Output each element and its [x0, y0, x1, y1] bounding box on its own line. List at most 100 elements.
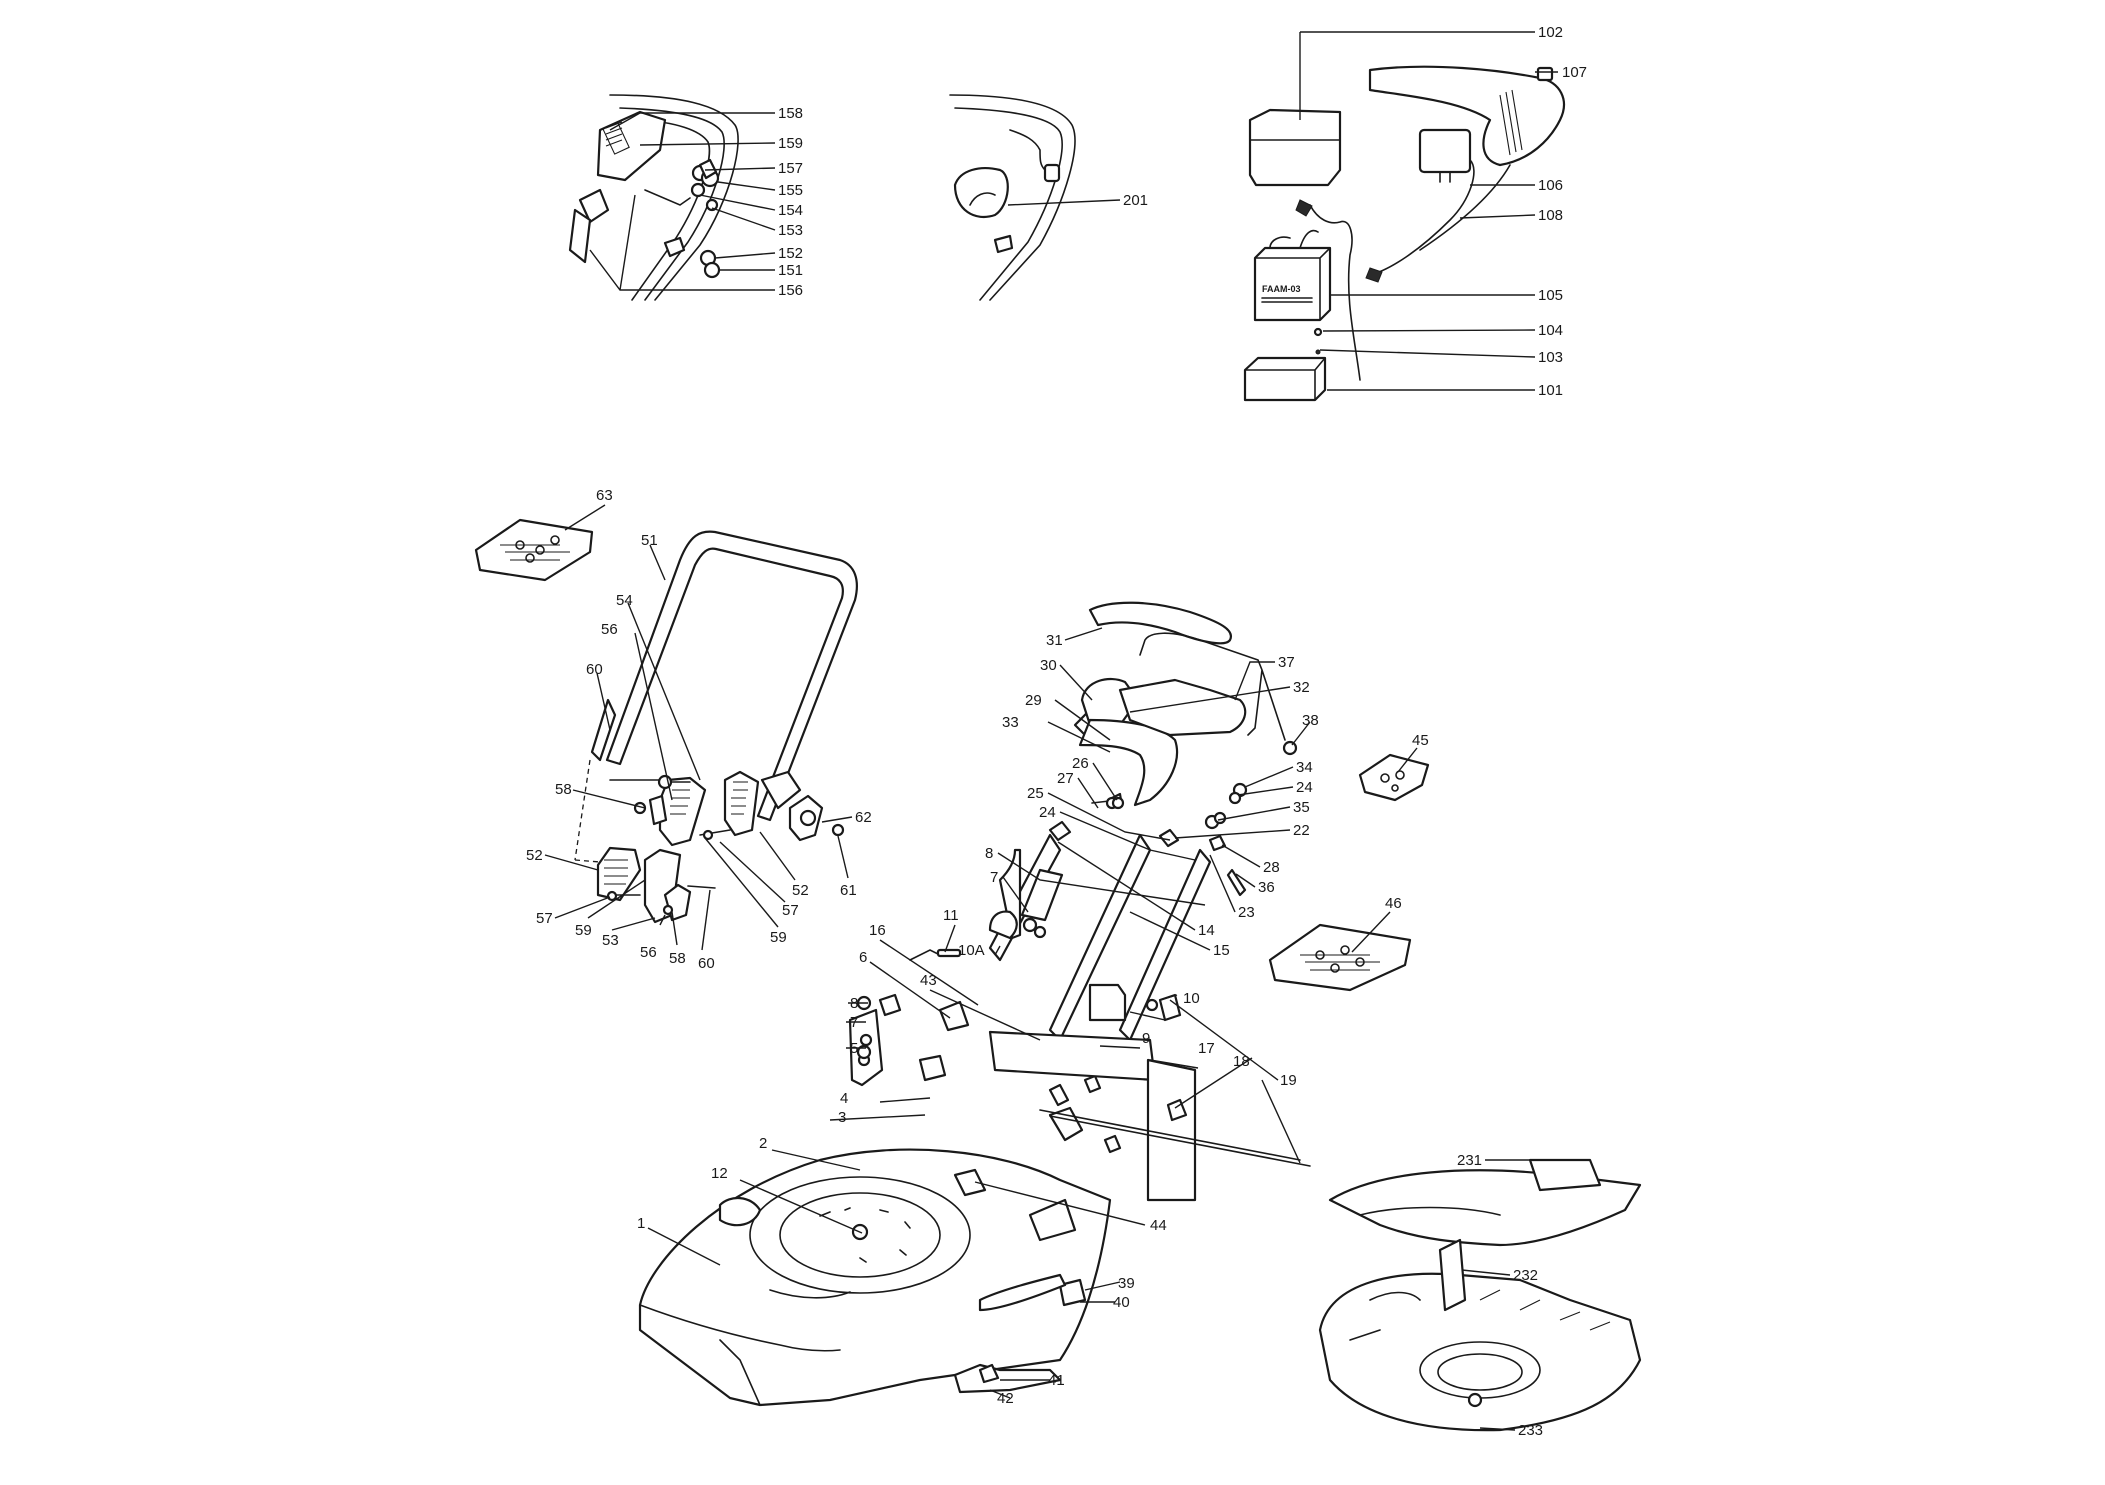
callout-158: 158 [778, 105, 803, 122]
callout-22: 22 [1293, 822, 1310, 839]
callout-29: 29 [1025, 692, 1042, 709]
callout-31: 31 [1046, 632, 1063, 649]
callout-17: 17 [1198, 1040, 1215, 1057]
height-adjusters [574, 759, 845, 924]
callout-154: 154 [778, 202, 803, 219]
callout-52: 52 [526, 847, 543, 864]
handle-knob-detail [949, 94, 1076, 301]
callout-57: 57 [536, 910, 553, 927]
upper-handle-51 [590, 530, 858, 822]
callout-37: 37 [1278, 654, 1295, 671]
callout-103: 103 [1538, 349, 1563, 366]
mulching-kit [1318, 1158, 1642, 1432]
callout-59: 59 [575, 922, 592, 939]
callout-152: 152 [778, 245, 803, 262]
callout-45: 45 [1412, 732, 1429, 749]
callout-8b: 8 [850, 995, 858, 1012]
battery-label: FAAM-03 [1262, 284, 1301, 294]
callout-151: 151 [778, 262, 803, 279]
callout-60: 60 [586, 661, 603, 678]
leader-lines [544, 32, 1558, 1431]
callout-18: 18 [1233, 1053, 1250, 1070]
callout-26: 26 [1072, 755, 1089, 772]
handle-and-controls [848, 601, 1311, 1202]
callout-33: 33 [1002, 714, 1019, 731]
callout-59b: 59 [770, 929, 787, 946]
callout-2: 2 [759, 1135, 767, 1152]
callout-155: 155 [778, 182, 803, 199]
callout-233: 233 [1518, 1422, 1543, 1439]
callout-40: 40 [1113, 1294, 1130, 1311]
callout-35: 35 [1293, 799, 1310, 816]
callout-23: 23 [1238, 904, 1255, 921]
callout-43: 43 [920, 972, 937, 989]
bolt-bag-63 [474, 518, 594, 582]
callout-24: 24 [1296, 779, 1313, 796]
callout-51: 51 [641, 532, 658, 549]
callout-6: 6 [859, 949, 867, 966]
callout-32: 32 [1293, 679, 1310, 696]
callout-232: 232 [1513, 1267, 1538, 1284]
callout-4: 4 [840, 1090, 848, 1107]
callout-58b: 58 [669, 950, 686, 967]
callout-5: 5 [850, 1040, 858, 1057]
callout-201: 201 [1123, 192, 1148, 209]
callout-38: 38 [1302, 712, 1319, 729]
callout-42: 42 [997, 1390, 1014, 1407]
callout-41: 41 [1048, 1372, 1065, 1389]
callout-7: 7 [990, 869, 998, 886]
callout-10A: 10A [958, 942, 985, 959]
callout-14: 14 [1198, 922, 1215, 939]
mower-deck-1 [638, 1148, 1112, 1407]
callout-53: 53 [602, 932, 619, 949]
throttle-lever-detail [568, 94, 739, 301]
callout-58: 58 [555, 781, 572, 798]
callout-159: 159 [778, 135, 803, 152]
callout-8: 8 [985, 845, 993, 862]
callout-15: 15 [1213, 942, 1230, 959]
callout-231: 231 [1457, 1152, 1482, 1169]
bolt-bag-45 [1358, 753, 1430, 802]
callout-12: 12 [711, 1165, 728, 1182]
callout-27: 27 [1057, 770, 1074, 787]
bolt-bag-46 [1268, 923, 1412, 992]
callout-25: 25 [1027, 785, 1044, 802]
callout-57b: 57 [782, 902, 799, 919]
callout-3: 3 [838, 1109, 846, 1126]
callout-105: 105 [1538, 287, 1563, 304]
callout-60b: 60 [698, 955, 715, 972]
callout-56: 56 [601, 621, 618, 638]
callout-16: 16 [869, 922, 886, 939]
callout-108: 108 [1538, 207, 1563, 224]
callout-44: 44 [1150, 1217, 1167, 1234]
callout-labels: 158 159 157 155 154 153 152 151 156 201 … [526, 24, 1587, 1439]
callout-34: 34 [1296, 759, 1313, 776]
callout-28: 28 [1263, 859, 1280, 876]
callout-56b: 56 [640, 944, 657, 961]
callout-156: 156 [778, 282, 803, 299]
callout-63: 63 [596, 487, 613, 504]
callout-106: 106 [1538, 177, 1563, 194]
callout-52b: 52 [792, 882, 809, 899]
callout-1: 1 [637, 1215, 645, 1232]
callout-101: 101 [1538, 382, 1563, 399]
callout-46: 46 [1385, 895, 1402, 912]
callout-157: 157 [778, 160, 803, 177]
callout-107: 107 [1562, 64, 1587, 81]
callout-104: 104 [1538, 322, 1563, 339]
callout-102: 102 [1538, 24, 1563, 41]
callout-62: 62 [855, 809, 872, 826]
callout-61: 61 [840, 882, 857, 899]
callout-153: 153 [778, 222, 803, 239]
callout-54: 54 [616, 592, 633, 609]
callout-10: 10 [1183, 990, 1200, 1007]
callout-30: 30 [1040, 657, 1057, 674]
callout-24b: 24 [1039, 804, 1056, 821]
callout-36: 36 [1258, 879, 1275, 896]
callout-11: 11 [943, 907, 959, 924]
callout-7b: 7 [850, 1014, 858, 1031]
battery-kit-detail: FAAM-03 [1243, 65, 1566, 402]
callout-9: 9 [1142, 1030, 1150, 1047]
callout-39: 39 [1118, 1275, 1135, 1292]
